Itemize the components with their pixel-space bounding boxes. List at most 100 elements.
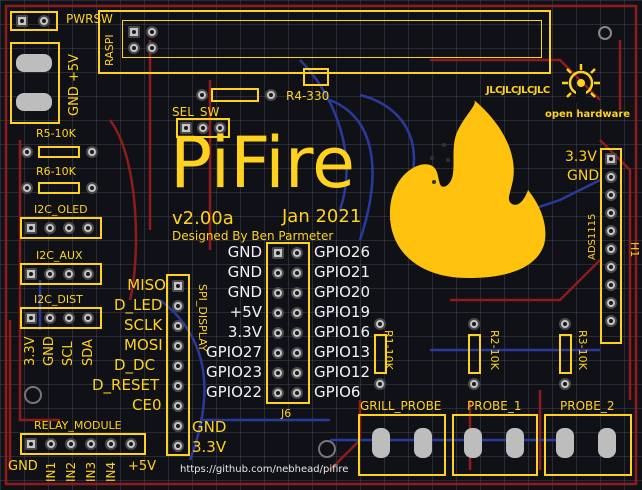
spi-pin (172, 400, 184, 412)
relay-pin-5v: +5V (128, 459, 157, 474)
j6-right-label: GPIO12 (314, 363, 370, 381)
j6-pin (291, 267, 303, 279)
sel-switch-outline (176, 118, 230, 138)
sel-switch-pin (197, 122, 209, 134)
j6-pin (272, 307, 284, 319)
sel-switch-pin (214, 122, 226, 134)
j6-pin (291, 287, 303, 299)
spi-label-sclk: SCLK (124, 316, 163, 334)
power-switch-label: PWRSW (66, 12, 113, 26)
board-version: v2.00a (172, 208, 234, 229)
sel-switch-label: SEL_SW (172, 105, 220, 119)
resistor-r2-pin (468, 378, 480, 390)
component-outline (303, 68, 329, 86)
i2c-pin-label-scl: SCL (61, 341, 76, 366)
i2c-dist-pin (25, 312, 37, 324)
i2c-aux-pin (82, 268, 94, 280)
j6-right-label: GPIO26 (314, 243, 370, 261)
resistor-r4-pin (196, 89, 208, 101)
spi-label-ce0: CE0 (132, 396, 162, 414)
i2c-dist-header (20, 307, 102, 329)
resistor-r2-pin (468, 318, 480, 330)
j6-right-label: GPIO6 (314, 383, 361, 401)
h1-pin (605, 153, 617, 165)
j6-right-label: GPIO21 (314, 263, 370, 281)
j6-header (266, 242, 310, 404)
j6-left-label: GND (227, 283, 262, 301)
resistor-r5-pin (21, 146, 33, 158)
j6-right-label: GPIO16 (314, 323, 370, 341)
probe2-pad (556, 428, 574, 458)
h1-pin (605, 243, 617, 255)
h1-pin (605, 171, 617, 183)
board-date: Jan 2021 (282, 206, 362, 227)
resistor-r5-pin (86, 146, 98, 158)
h1-pin (605, 279, 617, 291)
i2c-aux-label: I2C_AUX (36, 249, 83, 262)
j6-pin (272, 267, 284, 279)
mounting-hole (318, 440, 336, 458)
h1-pin (605, 207, 617, 219)
i2c-oled-header (20, 217, 102, 239)
h1-pin (605, 315, 617, 327)
j6-right-label: GPIO13 (314, 343, 370, 361)
relay-pin-in4: IN4 (104, 461, 118, 482)
j6-pin (291, 327, 303, 339)
h1-header (600, 148, 622, 344)
jlc-order-mark: JLCJLCJLCJLC (486, 85, 550, 96)
resistor-r6-label: R6-10K (36, 165, 76, 178)
h1-pin (605, 297, 617, 309)
resistor-r1-label: R1-10K (382, 330, 395, 370)
i2c-dist-pin (63, 312, 75, 324)
resistor-r6-pin (86, 182, 98, 194)
relay-pin-in3: IN3 (84, 461, 98, 482)
h1-pin (605, 225, 617, 237)
spi-pin (172, 380, 184, 392)
i2c-dist-pin (82, 312, 94, 324)
grill-probe-pad (414, 428, 432, 458)
probe1-jack (452, 414, 538, 476)
mounting-hole (598, 26, 612, 40)
board-title: PiFire (170, 122, 356, 204)
relay-module-header (20, 433, 146, 455)
power-terminal-pad (16, 54, 52, 72)
power-switch-pin (16, 15, 28, 27)
i2c-pin-label-gnd: GND (42, 336, 57, 366)
mounting-hole (24, 386, 42, 404)
spi-label-3v3: 3.3V (192, 438, 227, 456)
j6-pin (291, 347, 303, 359)
relay-pin (25, 438, 37, 450)
relay-pin (105, 438, 117, 450)
board-designer: Designed By Ben Parmeter (172, 229, 334, 243)
i2c-dist-pin (44, 312, 56, 324)
resistor-r6 (38, 182, 80, 194)
resistor-r5-label: R5-10K (36, 127, 76, 140)
resistor-r5 (38, 146, 80, 158)
spi-label-ddc: D_DC (114, 356, 156, 374)
spi-label-mosi: MOSI (124, 336, 163, 354)
power-5v-label: +5V (67, 53, 82, 82)
j6-right-label: GPIO20 (314, 283, 370, 301)
h1-ads-label: ADS1115 (587, 213, 598, 260)
spi-pin (172, 280, 184, 292)
j6-pin (272, 347, 284, 359)
grill-probe-label: GRILL_PROBE (360, 399, 442, 413)
flame-logo (389, 100, 546, 278)
spi-pin (172, 440, 184, 452)
j6-pin (272, 367, 284, 379)
resistor-r6-pin (21, 182, 33, 194)
sel-switch-pin (180, 122, 192, 134)
i2c-pin-label-sda: SDA (81, 339, 96, 366)
project-url: https://github.com/nebhead/pifire (180, 464, 349, 475)
j6-right-label: GPIO19 (314, 303, 370, 321)
i2c-oled-label: I2C_OLED (34, 203, 88, 216)
probe2-pad (598, 428, 616, 458)
j6-left-label: GPIO22 (206, 383, 262, 401)
j6-pin (272, 327, 284, 339)
j6-pin (272, 287, 284, 299)
j6-pin (291, 367, 303, 379)
relay-pin (125, 438, 137, 450)
probe1-pad (506, 428, 524, 458)
resistor-r1-pin (374, 378, 386, 390)
raspi-pin (128, 26, 140, 38)
